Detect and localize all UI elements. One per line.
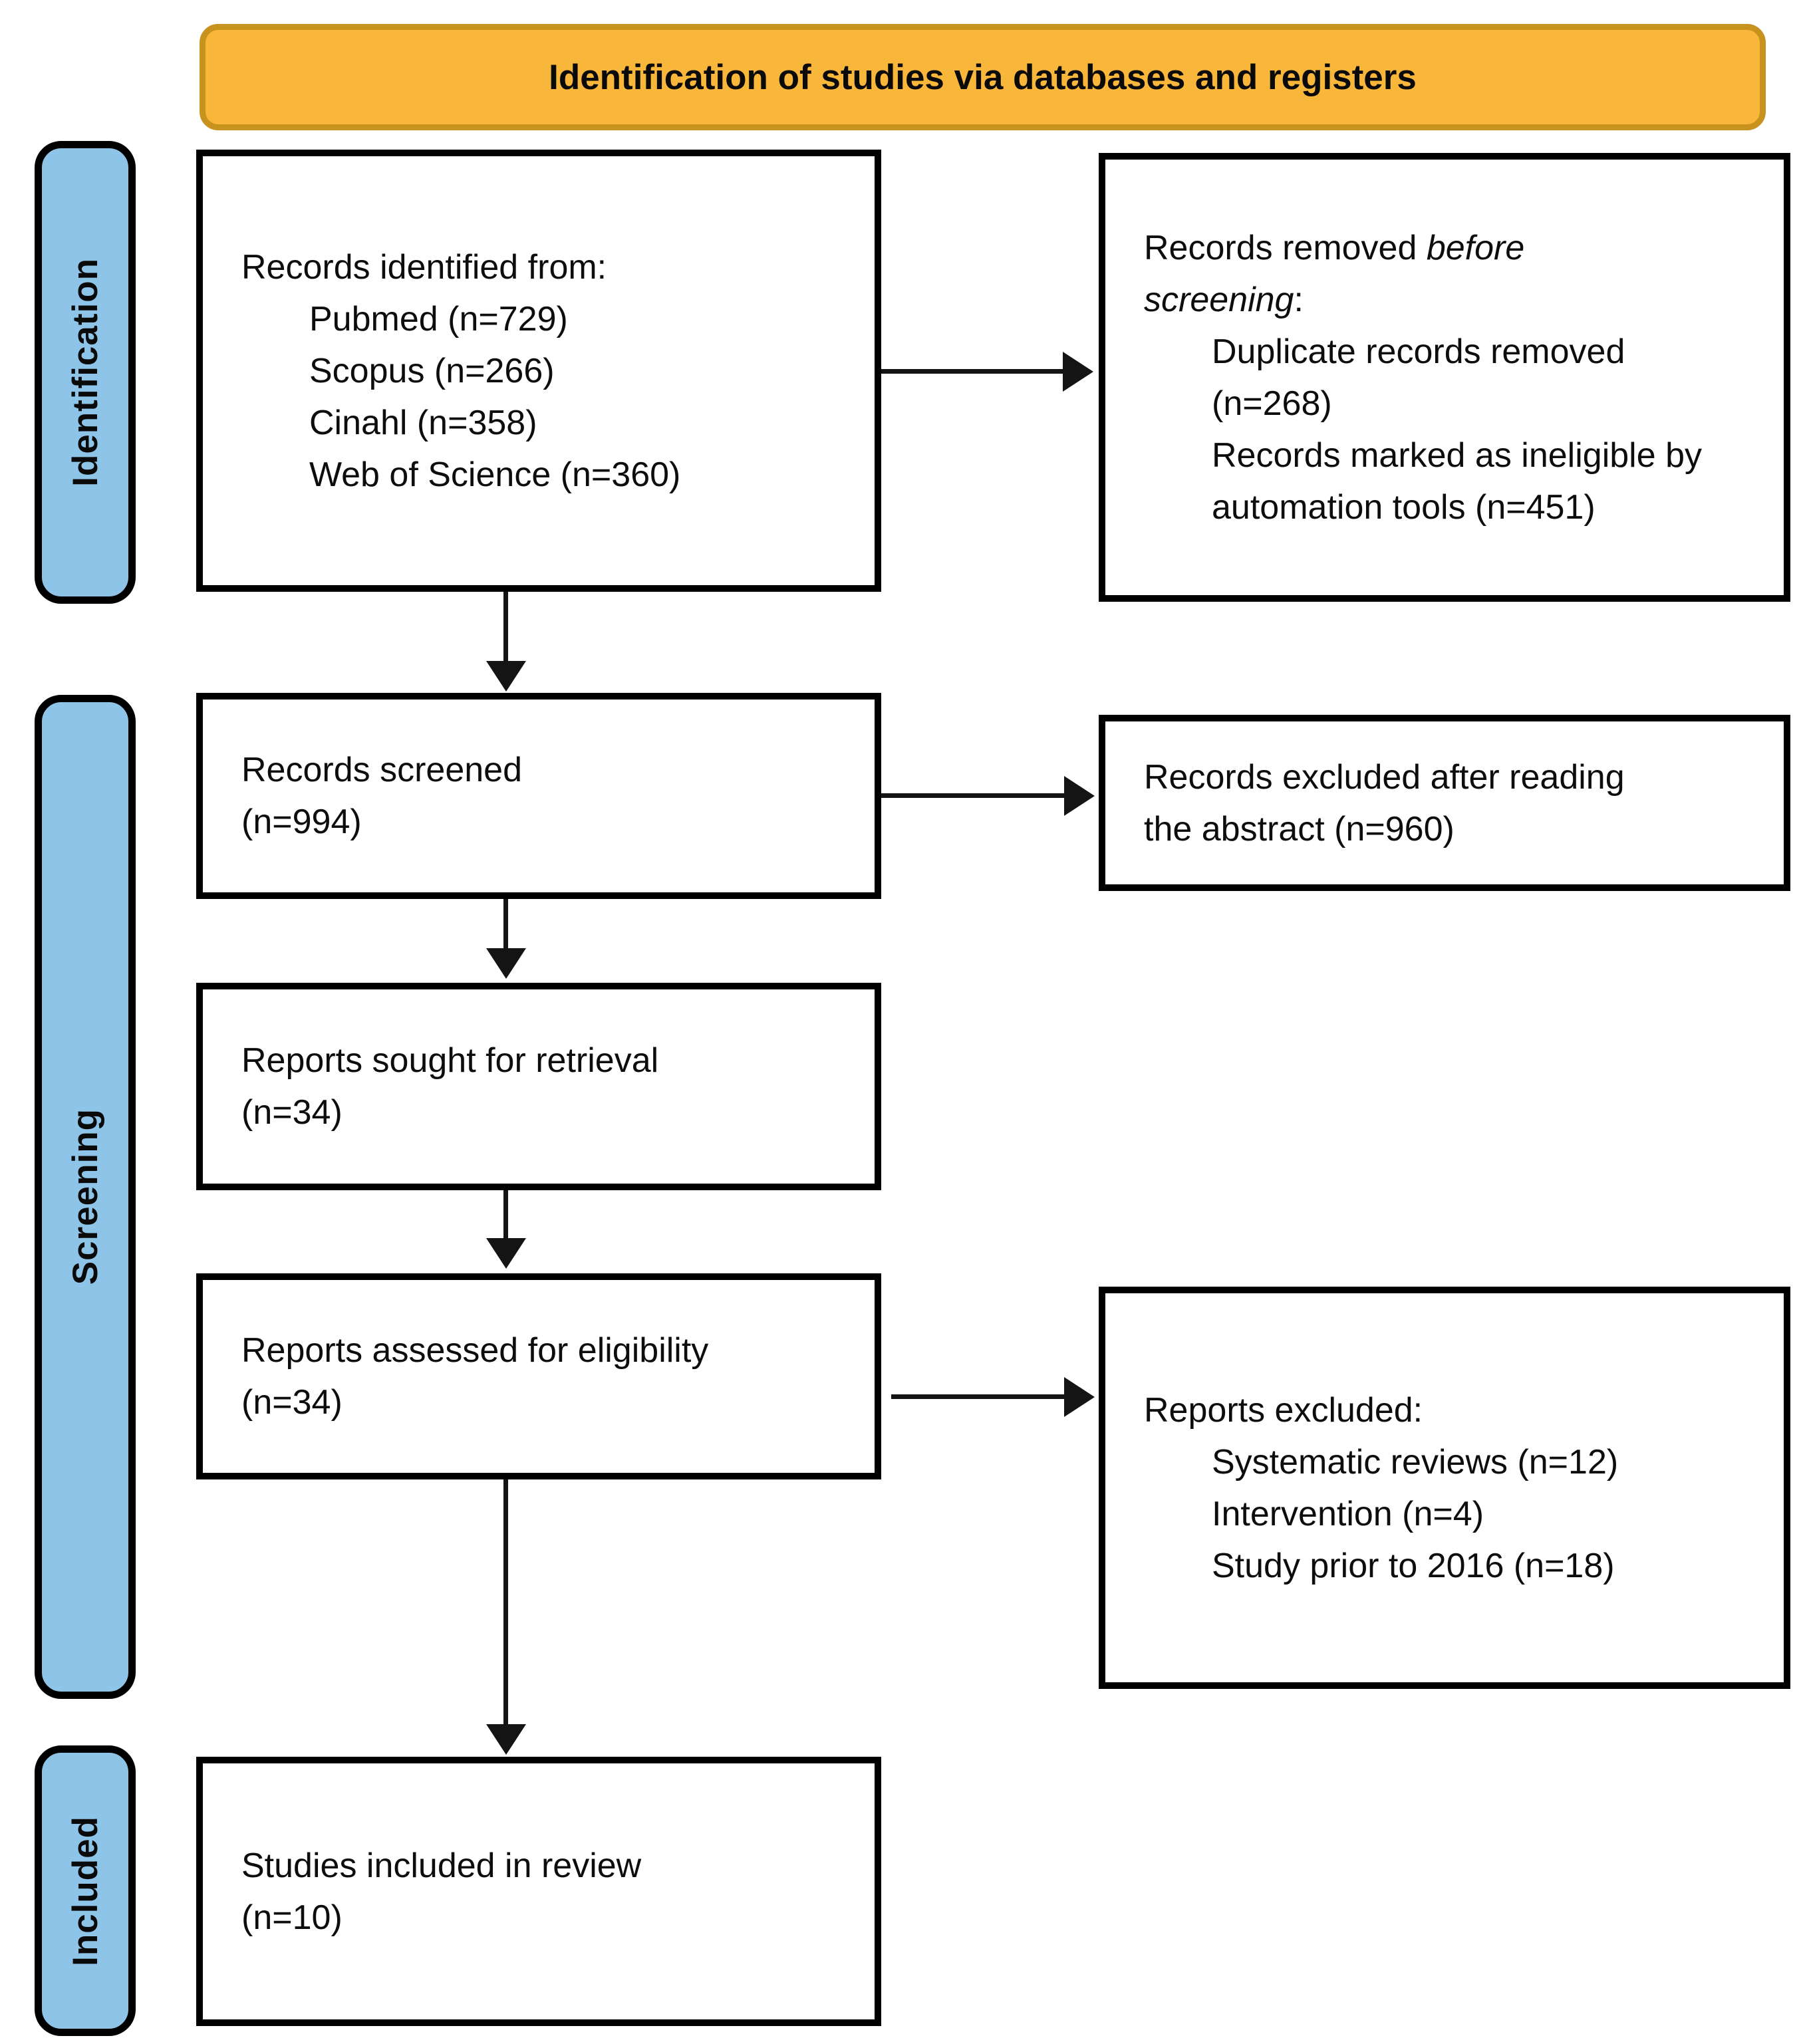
- reports-excluded-intro: Reports excluded:: [1144, 1390, 1423, 1430]
- records-removed-italic: before screening: [1144, 228, 1525, 319]
- reports-excluded-item-sysreviews: Systematic reviews (n=12): [1212, 1442, 1619, 1481]
- studies-included-text: Studies included in review: [241, 1846, 642, 1885]
- arrow-assessed-to-excluded: [891, 1394, 1065, 1399]
- records-removed-item-duplicates: Duplicate records removed (n=268): [1212, 332, 1625, 423]
- box-studies-included: Studies included in review (n=10): [196, 1757, 881, 2026]
- records-excluded-abstract-line2: the abstract (n=960): [1144, 809, 1455, 848]
- box-records-screened: Records screened (n=994): [196, 693, 881, 899]
- stage-identification-label: Identification: [65, 258, 105, 487]
- records-identified-item-cinahl: Cinahl (n=358): [309, 403, 537, 442]
- box-records-excluded-abstract: Records excluded after reading the abstr…: [1099, 715, 1790, 891]
- studies-included-count: (n=10): [241, 1898, 343, 1937]
- banner-title: Identification of studies via databases …: [200, 24, 1766, 130]
- records-identified-item-scopus: Scopus (n=266): [309, 351, 555, 390]
- reports-sought-count: (n=34): [241, 1093, 343, 1132]
- stage-included: Included: [35, 1745, 136, 2036]
- box-reports-sought: Reports sought for retrieval (n=34): [196, 983, 881, 1190]
- reports-assessed-count: (n=34): [241, 1383, 343, 1422]
- box-reports-assessed: Reports assessed for eligibility (n=34): [196, 1273, 881, 1479]
- arrow-sought-to-assessed: [503, 1190, 508, 1239]
- banner-title-text: Identification of studies via databases …: [549, 57, 1417, 97]
- reports-excluded-item-intervention: Intervention (n=4): [1212, 1494, 1484, 1533]
- records-screened-text: Records screened: [241, 751, 522, 789]
- box-reports-excluded: Reports excluded: Systematic reviews (n=…: [1099, 1287, 1790, 1689]
- reports-assessed-text: Reports assessed for eligibility: [241, 1331, 709, 1370]
- records-screened-count: (n=994): [241, 803, 362, 841]
- stage-included-label: Included: [65, 1815, 105, 1966]
- arrow-identified-to-removed: [881, 369, 1064, 374]
- records-removed-intro: Records removed before screening:: [1144, 222, 1623, 326]
- arrow-assessed-to-included: [503, 1479, 508, 1725]
- reports-excluded-item-prior2016: Study prior to 2016 (n=18): [1212, 1546, 1615, 1585]
- arrow-screened-to-excluded: [881, 793, 1065, 798]
- box-records-identified: Records identified from: Pubmed (n=729) …: [196, 150, 881, 592]
- records-removed-suffix: :: [1294, 280, 1304, 319]
- records-identified-item-pubmed: Pubmed (n=729): [309, 299, 568, 338]
- reports-sought-text: Reports sought for retrieval: [241, 1041, 659, 1080]
- records-removed-item-automation: Records marked as ineligible by automati…: [1212, 436, 1703, 527]
- records-excluded-abstract-line1: Records excluded after reading: [1144, 757, 1625, 797]
- records-identified-intro: Records identified from:: [241, 247, 607, 287]
- arrow-identified-to-screened: [503, 592, 508, 662]
- stage-screening-label: Screening: [65, 1108, 105, 1285]
- stage-identification: Identification: [35, 141, 136, 604]
- stage-screening: Screening: [35, 695, 136, 1699]
- records-identified-item-wos: Web of Science (n=360): [309, 455, 681, 494]
- arrow-screened-to-sought: [503, 899, 508, 950]
- records-removed-prefix: Records removed: [1144, 228, 1427, 267]
- box-records-removed: Records removed before screening: Duplic…: [1099, 153, 1790, 602]
